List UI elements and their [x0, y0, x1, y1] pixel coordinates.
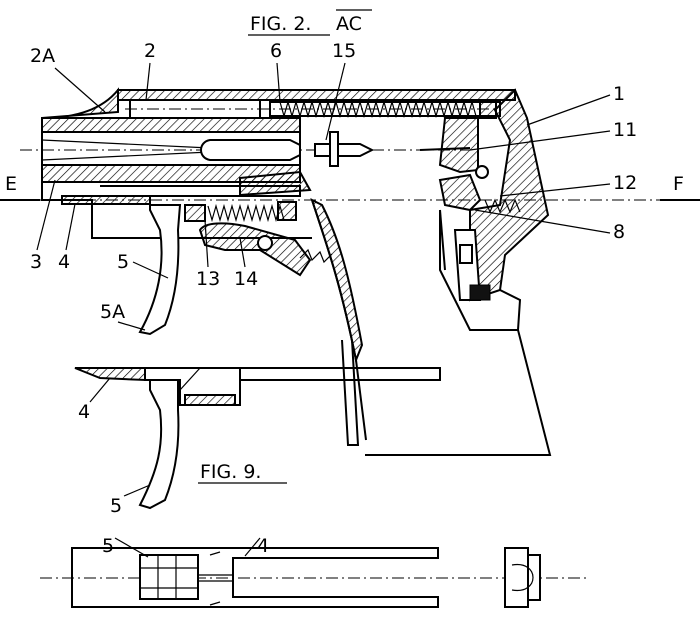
mid-label-5: 5 — [110, 495, 122, 517]
section-marker-e: E — [5, 173, 17, 195]
label-3: 3 — [30, 251, 42, 273]
label-5: 5 — [117, 251, 129, 273]
label-2: 2 — [144, 40, 156, 62]
fig2-title: FIG. 2. — [250, 13, 311, 35]
mid-label-4: 4 — [78, 401, 90, 423]
section-marker-f: F — [673, 173, 684, 195]
fig9-slide-plan — [40, 547, 590, 608]
label-1: 1 — [613, 83, 625, 105]
label-12: 12 — [613, 172, 637, 194]
upper-spring-assembly — [125, 99, 501, 119]
barrel — [20, 117, 470, 183]
trigger-assembly — [61, 170, 333, 336]
label-2a: 2A — [30, 45, 55, 67]
label-6: 6 — [270, 40, 282, 62]
fig9-label-4: 4 — [257, 535, 269, 557]
rear-mechanism — [419, 117, 521, 301]
label-11: 11 — [613, 119, 637, 141]
label-8: 8 — [613, 221, 625, 243]
label-4: 4 — [58, 251, 70, 273]
slide-detail — [74, 367, 441, 510]
fig9-label-5: 5 — [102, 535, 114, 557]
label-15: 15 — [332, 40, 356, 62]
section-title: AC — [336, 13, 362, 35]
label-14: 14 — [234, 268, 258, 290]
label-5a: 5A — [100, 301, 125, 323]
label-13: 13 — [196, 268, 220, 290]
fig9-title: FIG. 9. — [200, 461, 261, 483]
